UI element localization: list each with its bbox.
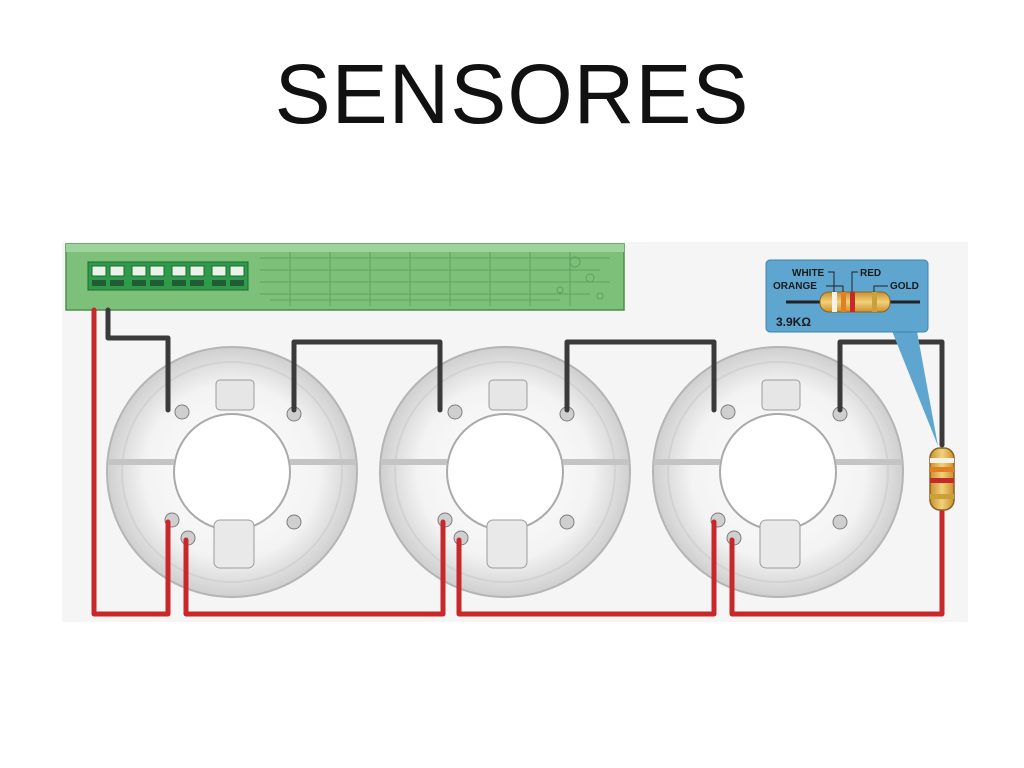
- legend-gold-label: GOLD: [890, 281, 919, 292]
- terminal-blocks: [87, 261, 249, 291]
- board-circuit-traces: [260, 252, 610, 306]
- dark-wire: [105, 307, 945, 448]
- slide-title: SENSORES: [274, 47, 750, 141]
- legend-white-label: WHITE: [792, 268, 825, 279]
- detector-base-2: [379, 346, 631, 598]
- detector-base-3: [652, 346, 904, 598]
- control-panel-board: [65, 243, 625, 311]
- detector-base-1: [106, 346, 358, 598]
- legend-resistance-value: 3.9KΩ: [776, 315, 811, 329]
- red-wire: [91, 307, 945, 617]
- legend-orange-label: ORANGE: [773, 281, 817, 292]
- legend-red-label: RED: [860, 268, 881, 279]
- end-of-line-resistor: [929, 447, 955, 511]
- resistor-legend-callout: WHITE ORANGE RED GOLD 3.9KΩ: [765, 259, 938, 446]
